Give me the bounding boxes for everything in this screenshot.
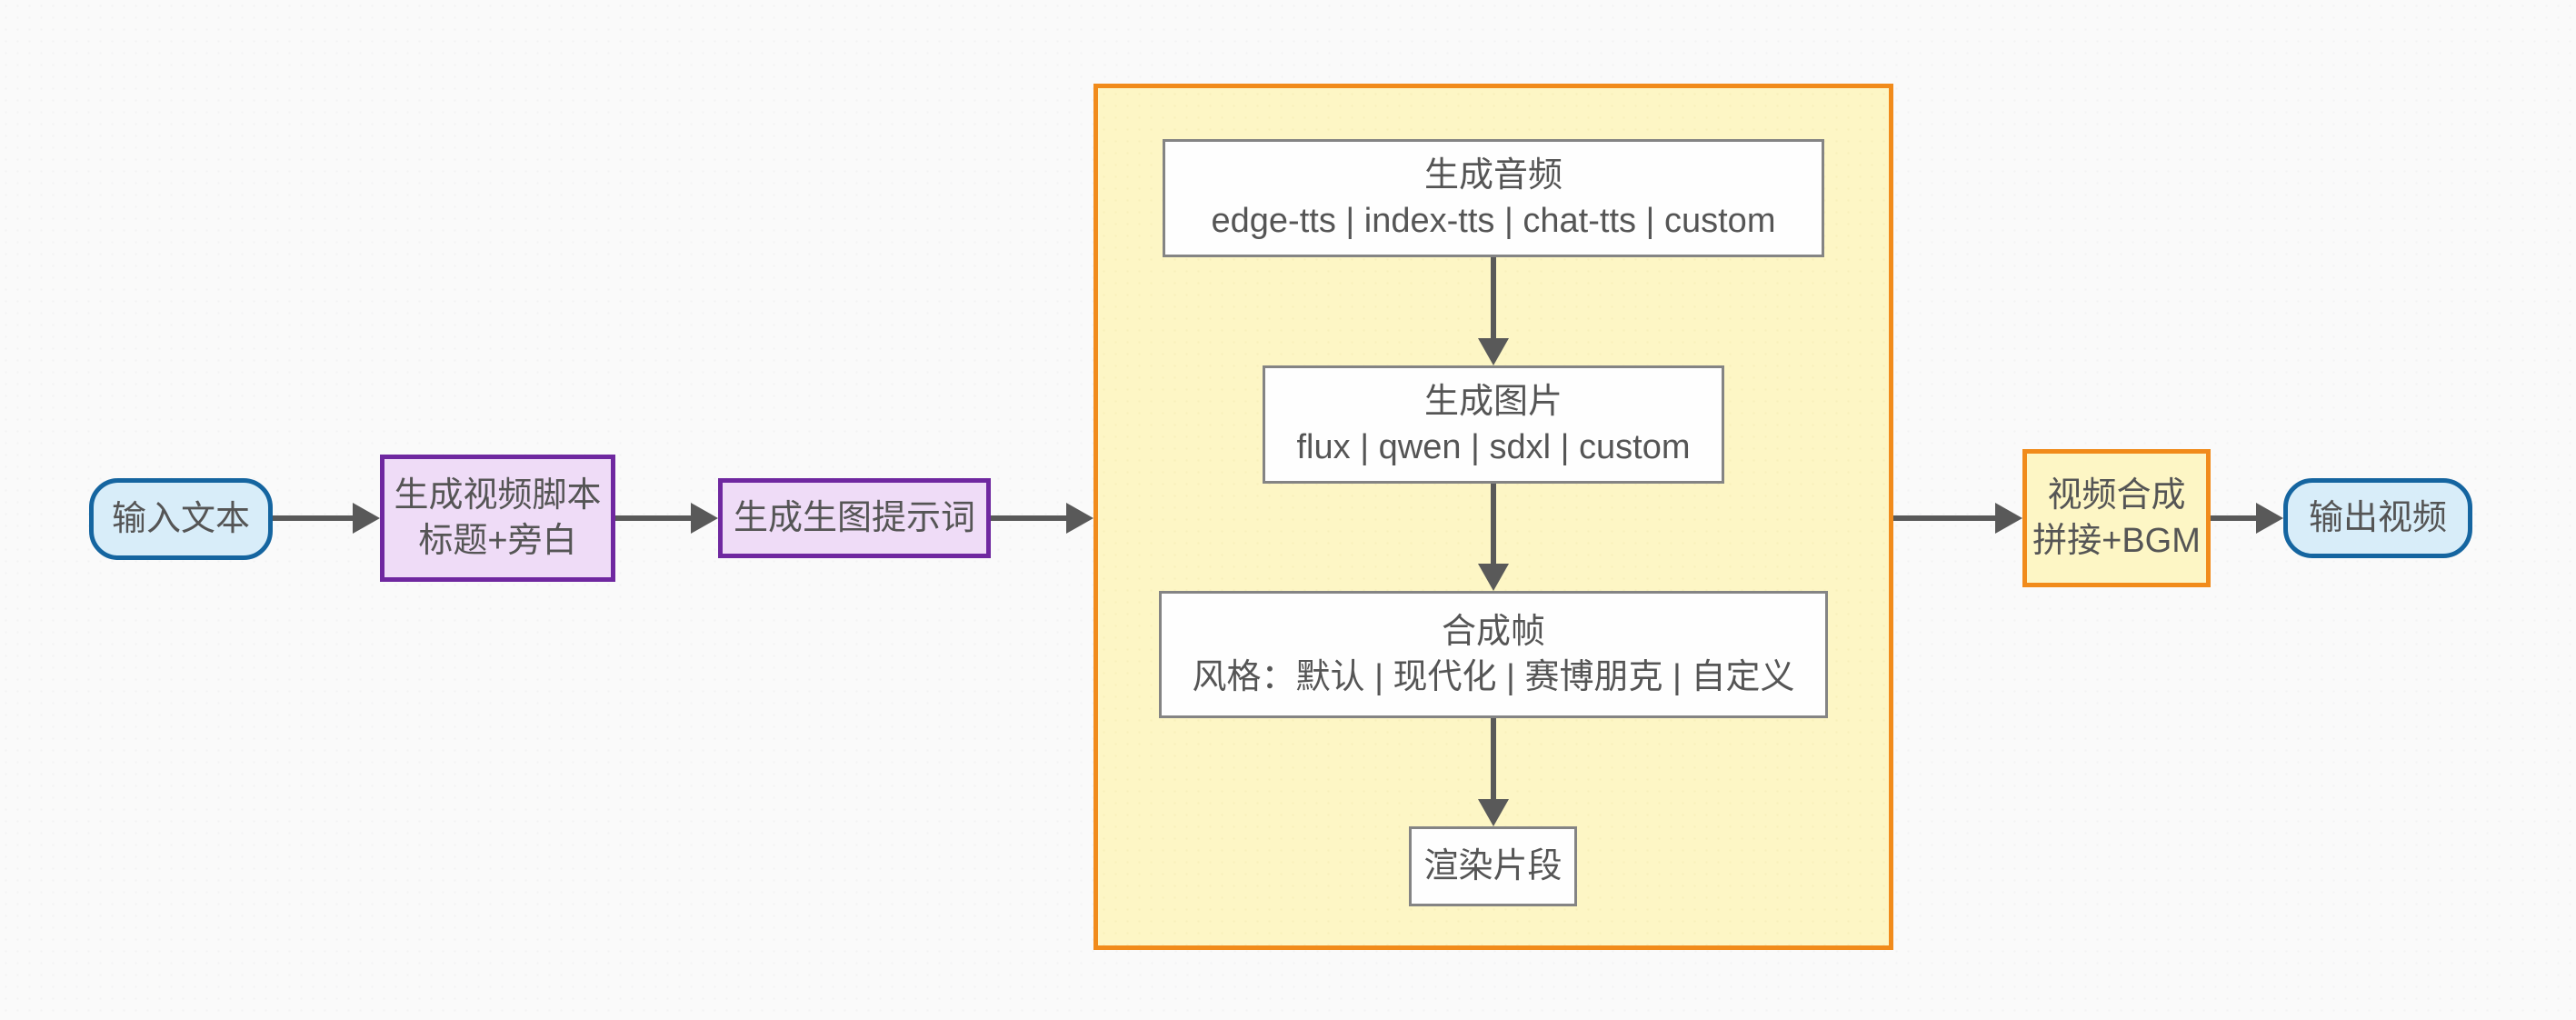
node-input-text-label: 输入文本	[111, 499, 250, 538]
arrowhead-script-to-prompt	[691, 503, 718, 534]
node-render-segment: 渲染片段	[1409, 826, 1577, 906]
node-generate-script: 生成视频脚本 标题+旁白	[380, 455, 615, 582]
node-compose-frame: 合成帧 风格：默认 | 现代化 | 赛博朋克 | 自定义	[1159, 591, 1828, 718]
arrowhead-compose-to-output	[2256, 503, 2283, 534]
node-input-text: 输入文本	[89, 478, 273, 560]
arrow-stage-to-compose	[1893, 515, 1999, 521]
node-video-compose: 视频合成 拼接+BGM	[2022, 449, 2211, 587]
node-generate-audio-engines: edge-tts | index-tts | chat-tts | custom	[1211, 202, 1776, 240]
node-generate-script-title: 生成视频脚本	[394, 475, 602, 515]
arrowhead-prompt-to-stage	[1066, 503, 1093, 534]
arrowhead-input-to-script	[353, 503, 380, 534]
arrow-frame-to-render	[1491, 718, 1496, 803]
node-video-compose-title: 视频合成	[2047, 475, 2186, 515]
node-generate-audio-title: 生成音频	[1423, 155, 1563, 195]
node-generate-image-title: 生成图片	[1423, 382, 1563, 421]
arrowhead-frame-to-render	[1478, 799, 1509, 826]
arrowhead-image-to-frame	[1478, 564, 1509, 591]
node-video-compose-subtitle: 拼接+BGM	[2032, 522, 2201, 560]
node-output-video: 输出视频	[2283, 478, 2472, 558]
arrow-audio-to-image	[1491, 257, 1496, 344]
node-generate-image-models: flux | qwen | sdxl | custom	[1296, 428, 1691, 466]
node-render-segment-label: 渲染片段	[1423, 846, 1563, 885]
arrow-input-to-script	[273, 515, 356, 521]
arrow-image-to-frame	[1491, 484, 1496, 567]
node-compose-frame-title: 合成帧	[1441, 612, 1545, 651]
node-generate-image-prompt-label: 生成生图提示词	[733, 498, 975, 537]
node-generate-image: 生成图片 flux | qwen | sdxl | custom	[1263, 365, 1724, 484]
arrowhead-stage-to-compose	[1995, 503, 2022, 534]
node-compose-frame-styles: 风格：默认 | 现代化 | 赛博朋克 | 自定义	[1192, 658, 1795, 696]
arrow-script-to-prompt	[615, 515, 694, 521]
arrow-compose-to-output	[2211, 515, 2260, 521]
arrow-prompt-to-stage	[991, 515, 1070, 521]
node-generate-script-subtitle: 标题+旁白	[418, 522, 577, 560]
node-output-video-label: 输出视频	[2308, 498, 2447, 537]
arrowhead-audio-to-image	[1478, 338, 1509, 365]
node-generate-image-prompt: 生成生图提示词	[718, 478, 991, 558]
node-generate-audio: 生成音频 edge-tts | index-tts | chat-tts | c…	[1163, 139, 1824, 257]
